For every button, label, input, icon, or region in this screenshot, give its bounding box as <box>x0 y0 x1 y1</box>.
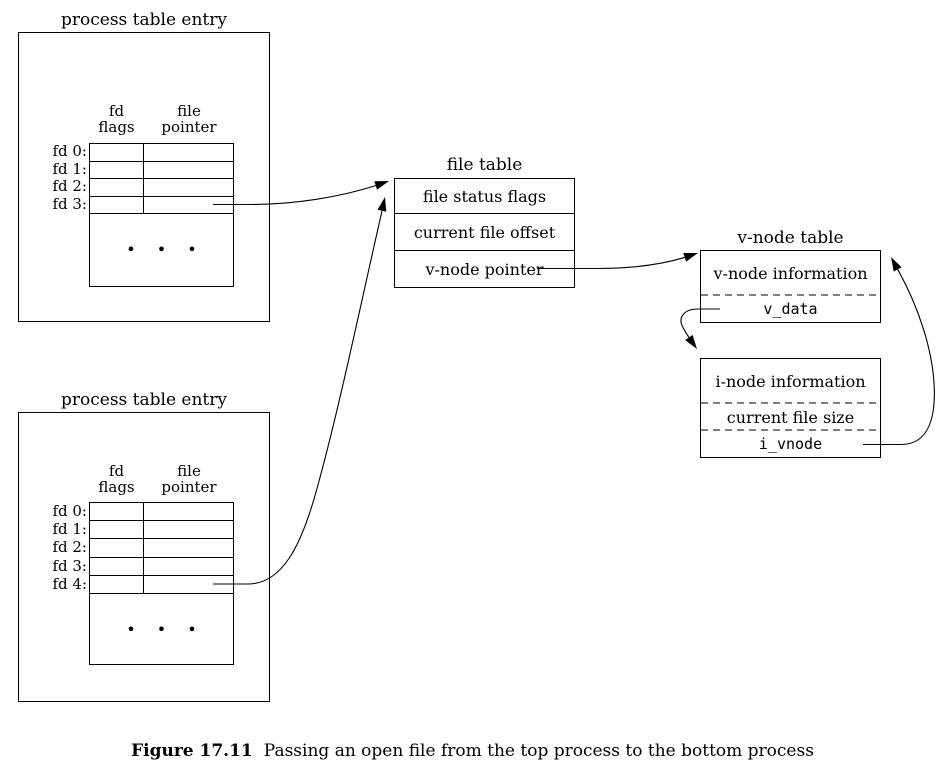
figure-caption-text: Passing an open file from the top proces… <box>263 741 814 761</box>
arrowhead-icon <box>685 334 697 349</box>
ellipsis-dots-top: • • • <box>126 240 205 259</box>
fd-flags-cell <box>90 503 144 521</box>
process-table-bottom-title: process table entry <box>61 390 227 410</box>
fd-flags-cell <box>90 196 144 213</box>
fd-row <box>90 179 233 197</box>
vnode-row-vdata: v_data <box>763 300 818 318</box>
vnode-table-box: v-node information v_data <box>700 250 881 323</box>
file-table-row-vnode-pointer: v-node pointer <box>425 259 544 279</box>
fd-row <box>90 196 233 214</box>
fd-row <box>90 503 233 522</box>
fd-flags-column-header-bottom: fd flags <box>98 462 135 496</box>
fd-flags-cell <box>90 575 144 593</box>
fd-flags-cell <box>90 521 144 539</box>
file-table-box: file status flags current file offset v-… <box>394 178 575 288</box>
figure-caption-label: Figure 17.11 <box>131 741 253 761</box>
arrowhead-icon <box>683 253 698 262</box>
fd-flags-column-header-top: fd flags <box>98 102 135 136</box>
fd-flags-cell <box>90 179 144 196</box>
fd-label: fd 0: <box>52 142 87 160</box>
process-table-top-title: process table entry <box>61 10 227 30</box>
fd-row <box>90 575 233 594</box>
inode-row-ivnode: i_vnode <box>758 435 823 453</box>
ellipsis-dots-bottom: • • • <box>126 619 205 639</box>
fd-label: fd 3: <box>52 556 87 575</box>
vnode-table-title: v-node table <box>737 228 844 248</box>
arrowhead-icon <box>377 197 387 212</box>
fd-label: fd 1: <box>52 520 87 539</box>
vnode-row-information: v-node information <box>713 264 868 283</box>
arrowhead-icon <box>374 181 389 190</box>
fd-label: fd 2: <box>52 538 87 557</box>
file-pointer-column-header-bottom: file pointer <box>161 462 217 496</box>
arrowhead-icon <box>891 257 902 272</box>
fd-label: fd 3: <box>52 194 87 213</box>
fd-row <box>90 161 233 179</box>
fd-flags-cell <box>90 539 144 557</box>
fd-row <box>90 557 233 576</box>
figure-caption: Figure 17.11 Passing an open file from th… <box>0 741 945 761</box>
fd-label: fd 1: <box>52 159 87 178</box>
fd-row <box>90 539 233 558</box>
fd-row <box>90 521 233 540</box>
fd-flags-cell <box>90 557 144 575</box>
file-table-title: file table <box>446 155 523 175</box>
inode-row-file-size: current file size <box>726 408 855 427</box>
file-table-row-status-flags: file status flags <box>395 179 574 214</box>
fd-row <box>90 144 233 162</box>
fd-flags-cell <box>90 161 144 178</box>
inode-box: i-node information current file size i_v… <box>700 358 881 458</box>
fd-label: fd 4: <box>52 574 87 593</box>
fd-flags-cell <box>90 144 144 161</box>
file-pointer-column-header-top: file pointer <box>161 102 217 136</box>
fd-label: fd 0: <box>52 502 87 520</box>
process-table-top-box <box>18 32 270 322</box>
file-table-row-current-offset: current file offset <box>395 214 574 251</box>
inode-row-information: i-node information <box>715 372 866 391</box>
fd-label: fd 2: <box>52 177 87 195</box>
